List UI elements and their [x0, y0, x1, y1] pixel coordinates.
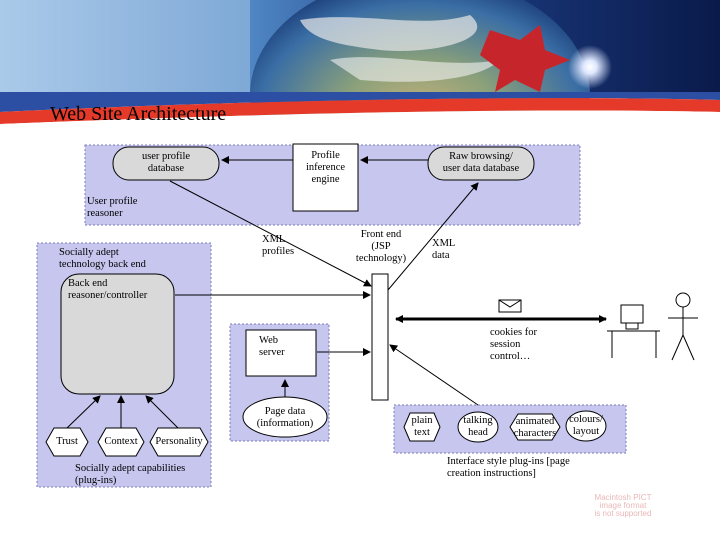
arrow-personality-to-backend: [145, 395, 179, 429]
arrow-front-to-raw: [387, 182, 479, 291]
computer-icon: [607, 304, 660, 358]
talking-head-label: talking head: [463, 415, 493, 438]
back-end-label: Back end reasoner/controller: [68, 278, 148, 301]
arrow-profile-db-to-front: [169, 180, 372, 287]
profile-engine-label: Profile inference engine: [305, 150, 346, 185]
trust-hex: [45, 427, 89, 457]
plain-text-label: plain text: [411, 415, 433, 438]
banner-graphic: [0, 0, 720, 140]
slide-title: Web Site Architecture: [50, 103, 227, 125]
trust-label: Trust: [56, 436, 78, 447]
arrow-trust-to-backend: [66, 395, 101, 429]
back-end-shape: [60, 273, 175, 395]
capabilities-label: Socially adept capabilities (plug-ins): [75, 463, 186, 486]
animated-chars-shape: [509, 413, 561, 441]
page-data-label: Page data (information): [256, 406, 314, 429]
user-figure-icon: [668, 292, 698, 361]
raw-browsing-shape: [427, 146, 535, 181]
user-profile-db-label: user profile database: [141, 151, 191, 174]
interface-plugins-label: Interface style plug-ins [page creation …: [447, 456, 570, 479]
plain-text-shape: [403, 412, 441, 442]
colours-layout-label: colours/ layout: [569, 414, 603, 437]
context-label: Context: [104, 436, 138, 447]
user-profile-db-shape: [112, 146, 220, 181]
user-profile-reasoner-label: User profile reasoner: [87, 196, 138, 219]
front-end-label: Front end (JSP technology): [355, 229, 407, 264]
envelope-icon: [498, 299, 522, 313]
context-hex: [97, 427, 145, 457]
header-banner: [0, 0, 720, 140]
socially-adept-label: Socially adept technology back end: [59, 247, 146, 270]
colours-layout-shape: [565, 410, 607, 442]
arrow-plugins-to-front: [389, 344, 479, 406]
personality-label: Personality: [155, 436, 203, 447]
talking-head-shape: [457, 411, 499, 443]
animated-chars-label: animated characters: [513, 416, 557, 439]
front-end-bar: [371, 273, 389, 401]
xml-profiles-label: XML profiles: [262, 234, 295, 257]
personality-hex: [149, 427, 209, 457]
watermark-text: Macintosh PICT image format is not suppo…: [594, 493, 652, 518]
xml-data-label: XML data: [432, 238, 456, 261]
cookies-label: cookies for session control…: [490, 327, 537, 362]
web-server-label: Web server: [259, 335, 285, 358]
profile-engine-shape: [292, 143, 359, 212]
raw-browsing-label: Raw browsing/ user data database: [442, 151, 520, 174]
web-server-shape: [245, 329, 317, 377]
